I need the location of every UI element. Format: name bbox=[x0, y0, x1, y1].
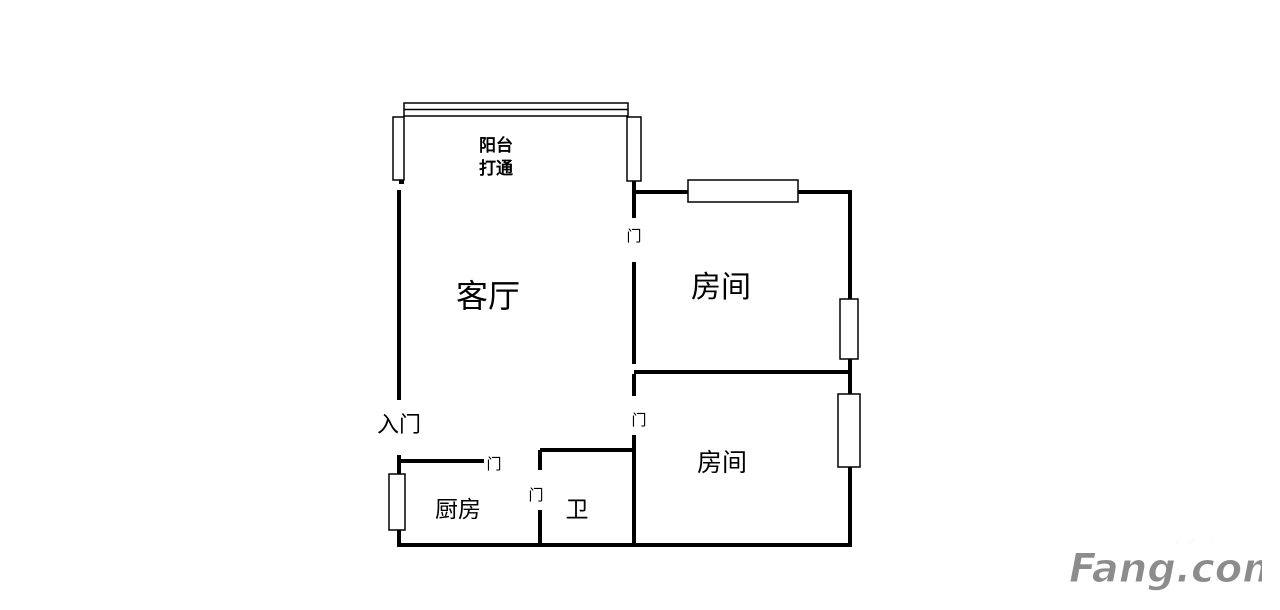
balcony-label-line2: 打通 bbox=[479, 158, 513, 179]
balcony-left-window bbox=[392, 116, 405, 181]
entrance-label: 入门 bbox=[377, 413, 421, 438]
bathroom-door-label: 门 bbox=[528, 486, 543, 504]
watermark-brand-en: Fang.com bbox=[1069, 546, 1262, 592]
fang-watermark-logo: 房天下 Fang.com bbox=[1069, 530, 1263, 593]
bedroom1-right-window bbox=[839, 298, 859, 360]
bathroom-label: 卫 bbox=[566, 497, 589, 523]
kitchen-door-label: 门 bbox=[486, 455, 501, 473]
kitchen-window bbox=[388, 473, 406, 531]
watermark-brand-cn: 房天下 bbox=[1171, 530, 1216, 548]
bedroom2-right-window bbox=[837, 393, 861, 468]
balcony-right-window bbox=[626, 116, 642, 182]
bedroom-1-label: 房间 bbox=[691, 270, 751, 305]
windows bbox=[388, 102, 861, 531]
bedroom-1-door-label: 门 bbox=[626, 227, 641, 245]
bedroom1-top-window bbox=[687, 179, 799, 203]
kitchen-label: 厨房 bbox=[435, 497, 481, 523]
bedroom-2-door-label: 门 bbox=[631, 411, 646, 429]
bedroom-2-label: 房间 bbox=[697, 448, 747, 477]
living-room-label: 客厅 bbox=[456, 277, 520, 315]
balcony-label-line1: 阳台 bbox=[479, 135, 513, 156]
